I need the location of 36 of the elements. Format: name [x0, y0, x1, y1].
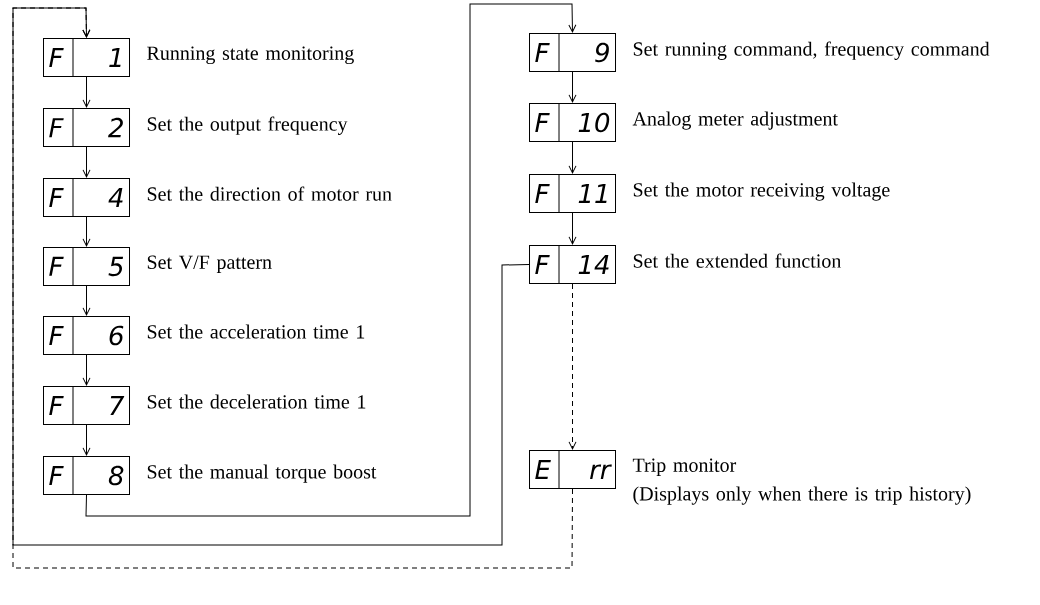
description-text: Set the direction of motor run: [147, 186, 392, 201]
seven-segment-display: F 1: [43, 37, 130, 78]
arrow: [82, 354, 91, 386]
seven-segment-display: F 2: [43, 107, 130, 148]
arrow: [568, 283, 577, 450]
description-text: Set the output frequency: [147, 116, 348, 135]
arrow: [85, 3, 577, 517]
seven-segment-display: F 14: [529, 244, 616, 285]
description-text: Trip monitor: [632, 458, 737, 476]
seven-segment-display: F 11: [529, 173, 616, 214]
arrow: [568, 212, 577, 245]
seven-segment-display: F 5: [43, 246, 130, 287]
description-text: Set the extended function: [633, 253, 842, 268]
description-text: Set the acceleration time 1: [147, 324, 365, 339]
description-text: Set V/F pattern: [147, 255, 272, 273]
seven-segment-display: F 4: [43, 177, 130, 218]
description-text: Set the motor receiving voltage: [633, 182, 890, 201]
arrow: [82, 285, 91, 316]
arrow: [568, 71, 577, 103]
description-text: Set running command, frequency command: [633, 41, 990, 60]
arrow: [82, 146, 91, 178]
arrow: [82, 76, 91, 108]
seven-segment-display: F 9: [529, 32, 616, 73]
arrow: [568, 141, 577, 174]
description-text: Set the manual torque boost: [147, 464, 377, 483]
seven-segment-display: F 8: [43, 455, 130, 496]
seven-segment-display: E rr: [529, 449, 616, 490]
description-text: (Displays only when there is trip history): [633, 486, 971, 505]
seven-segment-display: F 6: [43, 315, 130, 356]
arrow: [82, 216, 91, 247]
seven-segment-display: F 10: [529, 102, 616, 143]
description-text: Set the deceleration time 1: [147, 394, 366, 409]
seven-segment-display: F 7: [43, 385, 130, 426]
description-text: Analog meter adjustment: [632, 111, 838, 130]
arrow: [82, 424, 91, 456]
description-text: Running state monitoring: [147, 46, 354, 65]
